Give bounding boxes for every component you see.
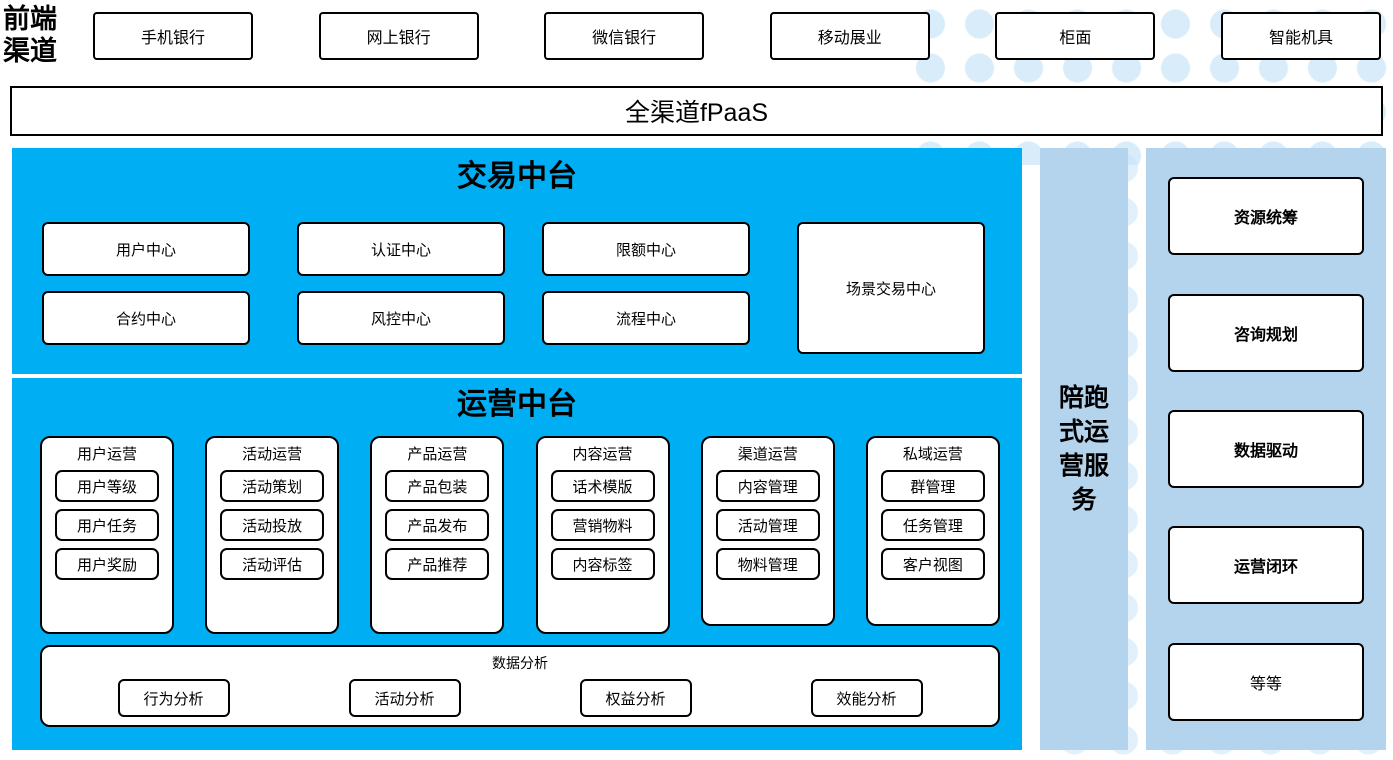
accompany-service-label: 陪跑式运营服务	[1058, 384, 1109, 514]
frontend-label-line1: 前端	[3, 4, 57, 34]
ops-item[interactable]: 活动管理	[715, 509, 820, 541]
ops-item[interactable]: 产品推荐	[385, 548, 490, 580]
ops-column-6: 私域运营群管理任务管理客户视图	[865, 436, 1000, 626]
ops-item[interactable]: 活动策划	[220, 470, 325, 502]
ops-item[interactable]: 用户等级	[55, 470, 159, 502]
ops-item[interactable]: 活动投放	[220, 509, 325, 541]
data-analysis-item[interactable]: 效能分析	[810, 679, 923, 717]
ops-column-title: 产品运营	[407, 446, 468, 463]
trade-box-1[interactable]: 用户中心	[42, 222, 250, 276]
trade-box-7[interactable]: 流程中心	[542, 291, 750, 345]
service-card-3[interactable]: 数据驱动	[1168, 409, 1364, 488]
ops-item[interactable]: 活动评估	[220, 548, 325, 580]
trade-platform-panel: 交易中台 用户中心认证中心限额中心场景交易中心合约中心风控中心流程中心	[12, 148, 1022, 374]
trade-box-5[interactable]: 合约中心	[42, 291, 250, 345]
ops-item[interactable]: 群管理	[880, 470, 985, 502]
ops-column-title: 渠道运营	[737, 446, 798, 463]
ops-platform-title: 运营中台	[457, 388, 577, 421]
ops-item[interactable]: 内容管理	[715, 470, 820, 502]
ops-column-title: 用户运营	[76, 446, 137, 463]
frontend-channel-label: 前端 渠道	[3, 3, 83, 67]
service-card-2[interactable]: 咨询规划	[1168, 293, 1364, 372]
channel-box-1[interactable]: 手机银行	[93, 12, 253, 60]
channel-box-6[interactable]: 智能机具	[1220, 12, 1381, 60]
ops-item[interactable]: 用户奖励	[55, 548, 159, 580]
data-analysis-items: 行为分析 活动分析 权益分析 效能分析	[42, 673, 998, 717]
service-card-1[interactable]: 资源统筹	[1168, 177, 1364, 256]
ops-item[interactable]: 物料管理	[715, 548, 820, 580]
ops-column-2: 活动运营活动策划活动投放活动评估	[205, 436, 340, 634]
ops-item[interactable]: 产品发布	[385, 509, 490, 541]
frontend-label-line2: 渠道	[3, 36, 57, 66]
ops-item[interactable]: 内容标签	[550, 548, 655, 580]
ops-item[interactable]: 用户任务	[55, 509, 159, 541]
ops-column-3: 产品运营产品包装产品发布产品推荐	[370, 436, 505, 634]
ops-item[interactable]: 营销物料	[550, 509, 655, 541]
ops-column-4: 内容运营话术模版营销物料内容标签	[535, 436, 670, 634]
channel-box-2[interactable]: 网上银行	[318, 12, 479, 60]
data-analysis-item[interactable]: 权益分析	[579, 679, 692, 717]
trade-box-6[interactable]: 风控中心	[297, 291, 505, 345]
ops-column-5: 渠道运营内容管理活动管理物料管理	[700, 436, 835, 626]
fpaas-band: 全渠道fPaaS	[10, 86, 1383, 136]
data-analysis-item[interactable]: 行为分析	[117, 679, 230, 717]
ops-column-title: 私域运营	[902, 446, 963, 463]
ops-item[interactable]: 话术模版	[550, 470, 655, 502]
ops-column-group: 用户运营用户等级用户任务用户奖励活动运营活动策划活动投放活动评估产品运营产品包装…	[40, 436, 1000, 640]
ops-column-1: 用户运营用户等级用户任务用户奖励	[40, 436, 174, 634]
ops-item[interactable]: 客户视图	[880, 548, 985, 580]
frontend-channel-row: 手机银行 网上银行 微信银行 移动展业 柜面 智能机具	[93, 12, 1381, 60]
accompany-service-column: 陪跑式运营服务	[1040, 148, 1128, 750]
channel-box-4[interactable]: 移动展业	[769, 12, 930, 60]
ops-column-title: 活动运营	[242, 446, 303, 463]
service-card-4[interactable]: 运营闭环	[1168, 526, 1364, 605]
service-card-5[interactable]: 等等	[1168, 642, 1364, 721]
ops-item[interactable]: 任务管理	[880, 509, 985, 541]
ops-item[interactable]: 产品包装	[385, 470, 490, 502]
data-analysis-item[interactable]: 活动分析	[348, 679, 461, 717]
trade-box-4[interactable]: 场景交易中心	[797, 222, 985, 354]
data-analysis-title: 数据分析	[492, 655, 548, 671]
channel-box-5[interactable]: 柜面	[995, 12, 1156, 60]
trade-box-3[interactable]: 限额中心	[542, 222, 750, 276]
channel-box-3[interactable]: 微信银行	[544, 12, 705, 60]
trade-platform-title: 交易中台	[457, 160, 577, 193]
data-analysis-group: 数据分析 行为分析 活动分析 权益分析 效能分析	[40, 645, 1000, 727]
ops-column-title: 内容运营	[572, 446, 633, 463]
service-card-panel: 资源统筹咨询规划数据驱动运营闭环等等	[1146, 148, 1386, 750]
trade-box-2[interactable]: 认证中心	[297, 222, 505, 276]
